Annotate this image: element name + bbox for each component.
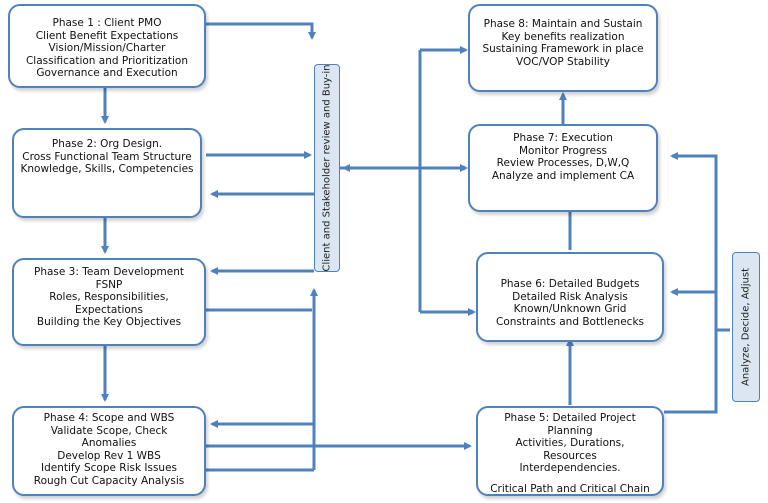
phase-6-line: Known/Unknown Grid: [513, 303, 627, 315]
phase-5-line: [478, 475, 662, 483]
phase-6-box: Phase 6: Detailed Budgets Detailed Risk …: [476, 252, 664, 342]
phase-5-line: Planning: [547, 424, 593, 437]
phase-4-line: Identify Scope Risk Issues: [40, 462, 178, 474]
phase-5-title: Phase 5: Detailed Project: [504, 412, 636, 424]
phase-7-line: Monitor Progress: [518, 144, 608, 157]
phase-7-line: Analyze and implement CA: [491, 169, 635, 182]
phase-5-line: Resources: [543, 449, 597, 462]
phase-8-line: Key benefits realization: [501, 30, 625, 43]
phase-7-line: Review Processes, D,W,Q: [496, 157, 630, 169]
phase-2-box: Phase 2: Org Design. Cross Functional Te…: [12, 128, 202, 218]
phase-1-line: Vision/Mission/Charter: [48, 42, 166, 54]
phase-8-box: Phase 8: Maintain and Sustain Key benefi…: [468, 4, 658, 92]
phase-3-title: Phase 3: Team Development: [33, 266, 185, 278]
phase-2-title: Phase 2: Org Design.: [51, 138, 163, 150]
arrow-p1-review: [206, 22, 316, 40]
phase-3-line: FSNP: [95, 278, 123, 291]
phase-3-line: Building the Key Objectives: [36, 316, 182, 328]
phase-3-box: Phase 3: Team Development FSNP Roles, Re…: [12, 258, 206, 346]
phase-4-line: Develop Rev 1 WBS: [57, 449, 161, 462]
analyze-label: Analyze, Decide, Adjust: [740, 267, 752, 387]
phase-1-line: Client Benefit Expectations: [35, 29, 179, 42]
analyze-label-bar: Analyze, Decide, Adjust: [732, 252, 760, 402]
phase-4-line: Anomalies: [81, 437, 137, 449]
phase-1-title: Phase 1 : Client PMO: [52, 17, 162, 29]
phase-7-box: Phase 7: Execution Monitor Progress Revi…: [468, 124, 658, 212]
phase-4-box: Phase 4: Scope and WBS Validate Scope, C…: [12, 406, 206, 496]
phase-8-line: Sustaining Framework in place: [482, 43, 644, 55]
phase-5-line: Critical Path and Critical Chain: [490, 482, 650, 495]
phase-1-box: Phase 1 : Client PMO Client Benefit Expe…: [8, 4, 206, 88]
phase-5-box: Phase 5: Detailed Project Planning Activ…: [476, 406, 664, 496]
phase-6-line: Constraints and Bottlenecks: [495, 315, 644, 328]
arrow-p5-analyze: [664, 152, 718, 414]
review-label-bar: Client and Stakeholder review and Buy-in: [314, 64, 340, 272]
phase-5-line: Activities, Durations,: [515, 437, 625, 449]
phase-4-line: Rough Cut Capacity Analysis: [33, 474, 185, 487]
phase-8-line: VOC/VOP Stability: [515, 55, 611, 68]
phase-6-title: Phase 6: Detailed Budgets: [500, 278, 640, 290]
phase-3-line: Expectations: [75, 303, 143, 316]
phase-6-line: Detailed Risk Analysis: [512, 290, 628, 303]
phase-8-title: Phase 8: Maintain and Sustain: [483, 18, 643, 30]
phase-7-title: Phase 7: Execution: [513, 132, 613, 144]
phase-2-line: Knowledge, Skills, Competencies: [20, 163, 194, 175]
phase-4-line: Validate Scope, Check: [50, 424, 168, 437]
phase-1-line: Governance and Execution: [36, 67, 178, 79]
review-label: Client and Stakeholder review and Buy-in: [321, 64, 333, 272]
phase-4-title: Phase 4: Scope and WBS: [43, 412, 175, 424]
phase-3-line: Roles, Responsibilities,: [49, 291, 169, 303]
phase-2-line: Cross Functional Team Structure: [22, 150, 192, 163]
phase-1-line: Classification and Prioritization: [25, 54, 189, 67]
phase-5-line: Interdependencies.: [519, 462, 621, 474]
